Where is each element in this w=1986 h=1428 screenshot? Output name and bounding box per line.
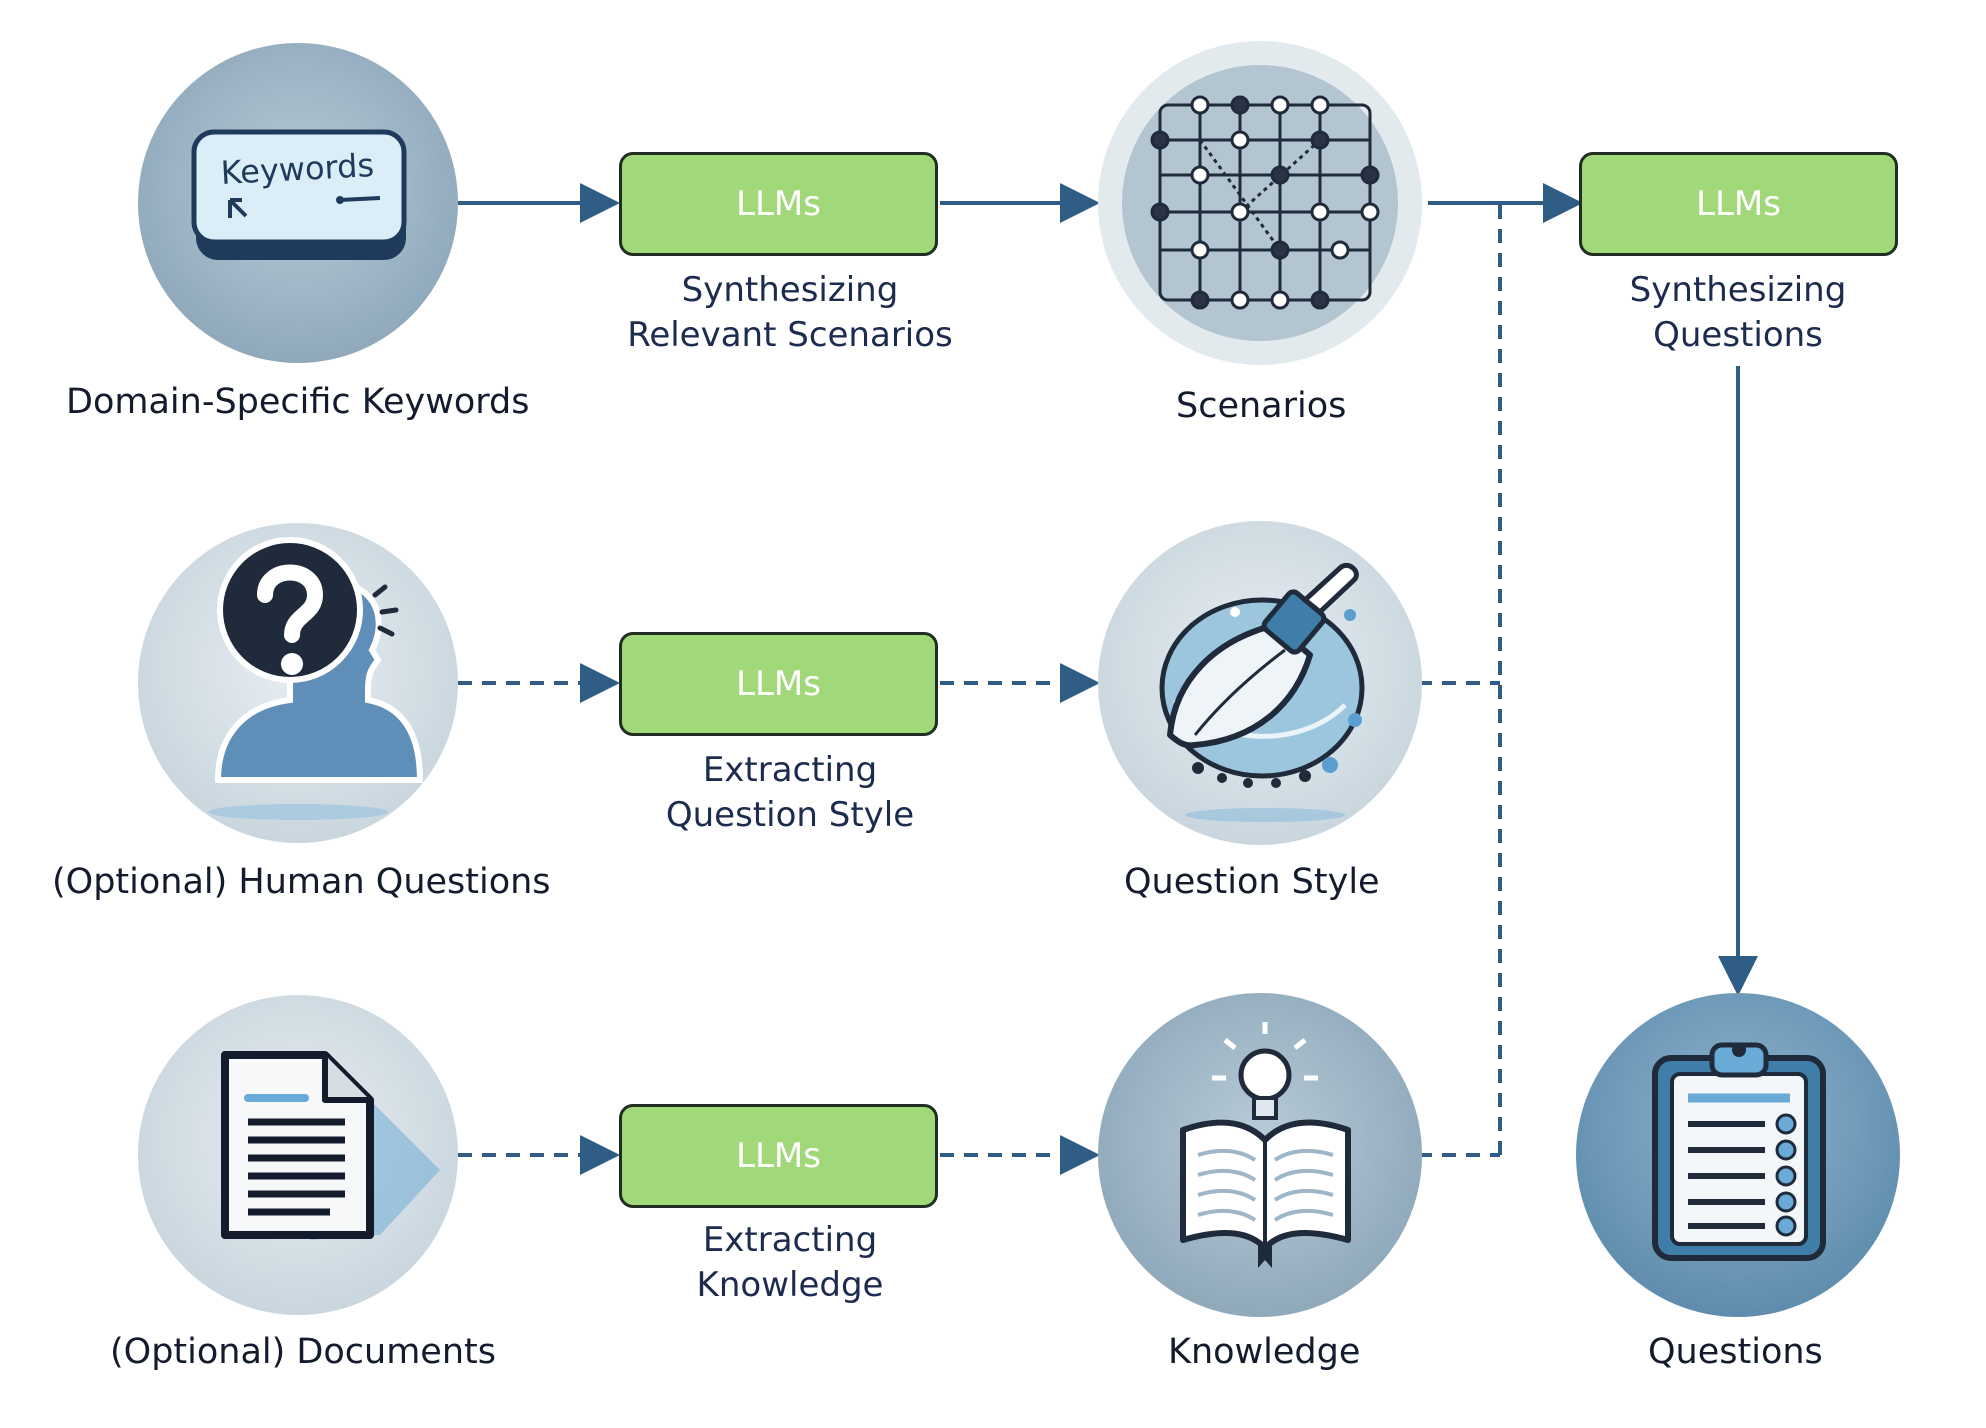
network-nodes bbox=[1150, 95, 1380, 310]
llm-box-questions: LLMs bbox=[1579, 152, 1898, 256]
step-label-extracting-knowledge: Extracting Knowledge bbox=[600, 1218, 980, 1308]
step-label-line: Extracting bbox=[702, 750, 878, 790]
node-question-style bbox=[1098, 521, 1422, 845]
clipboard-checklist-icon bbox=[1652, 1042, 1826, 1261]
node-human-questions bbox=[138, 523, 458, 843]
book-lightbulb-icon bbox=[1180, 1022, 1351, 1268]
connectors bbox=[458, 183, 1758, 1175]
node-label-questions: Questions bbox=[1648, 1332, 1823, 1372]
node-label-keywords: Domain-Specific Keywords bbox=[66, 382, 530, 422]
step-label-line: Questions bbox=[1653, 315, 1823, 355]
step-label-line: Knowledge bbox=[696, 1265, 884, 1305]
llm-box-scenarios: LLMs bbox=[619, 152, 938, 256]
step-label-line: Synthesizing bbox=[1629, 270, 1847, 310]
llm-box-label: LLMs bbox=[1696, 184, 1781, 224]
step-label-synthesizing-questions: Synthesizing Questions bbox=[1548, 268, 1928, 358]
llm-box-question-style: LLMs bbox=[619, 632, 938, 736]
llm-box-label: LLMs bbox=[736, 664, 821, 704]
llm-box-label: LLMs bbox=[736, 1136, 821, 1176]
node-knowledge bbox=[1098, 993, 1422, 1317]
step-label-line: Synthesizing bbox=[681, 270, 899, 310]
llm-box-label: LLMs bbox=[736, 184, 821, 224]
head-question-icon bbox=[214, 537, 424, 783]
step-label-line: Relevant Scenarios bbox=[627, 315, 953, 355]
node-keywords: Keywords bbox=[138, 43, 458, 363]
node-label-knowledge: Knowledge bbox=[1168, 1332, 1361, 1372]
node-label-documents: (Optional) Documents bbox=[110, 1332, 496, 1372]
quill-icon bbox=[1159, 562, 1365, 788]
keyboard-key-icon bbox=[191, 129, 407, 260]
step-label-synthesizing-scenarios: Synthesizing Relevant Scenarios bbox=[600, 268, 980, 358]
keywords-badge-text: Keywords bbox=[220, 146, 375, 192]
node-questions bbox=[1576, 993, 1900, 1317]
document-icon bbox=[221, 1051, 374, 1239]
node-label-scenarios: Scenarios bbox=[1176, 386, 1347, 426]
node-documents bbox=[138, 995, 458, 1315]
step-label-line: Extracting bbox=[702, 1220, 878, 1260]
step-label-extracting-style: Extracting Question Style bbox=[600, 748, 980, 838]
step-label-line: Question Style bbox=[665, 795, 915, 835]
node-label-question-style: Question Style bbox=[1124, 862, 1380, 902]
node-scenarios bbox=[1098, 41, 1422, 365]
llm-box-knowledge: LLMs bbox=[619, 1104, 938, 1208]
node-label-human-questions: (Optional) Human Questions bbox=[52, 862, 551, 902]
